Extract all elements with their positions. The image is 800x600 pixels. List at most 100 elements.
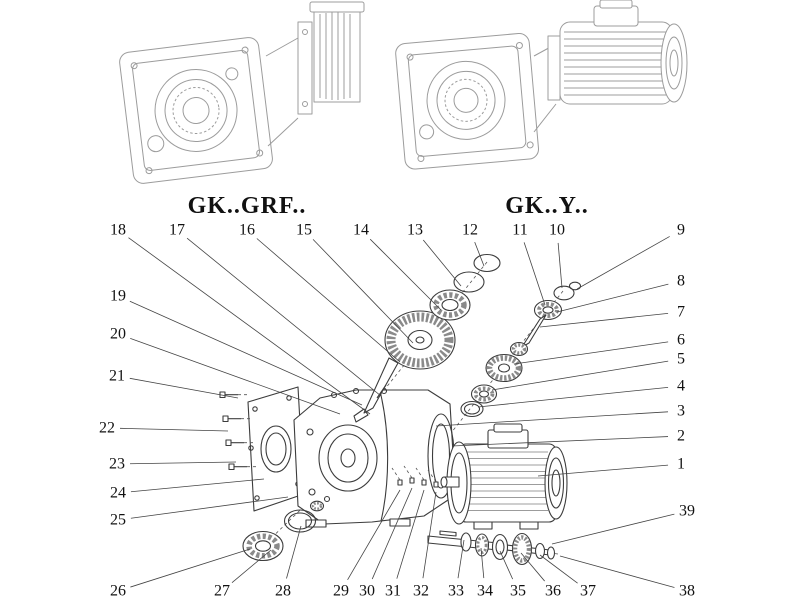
part-number-18: 18 (110, 222, 126, 239)
leader-line-23 (129, 461, 237, 465)
leader-line-32 (422, 491, 437, 579)
part-number-8: 8 (677, 273, 685, 290)
part-number-38: 38 (679, 583, 695, 600)
part-number-14: 14 (353, 222, 369, 239)
callout-29: 29 (333, 489, 401, 600)
part-number-36: 36 (545, 583, 561, 600)
leader-line-4 (477, 386, 669, 408)
callout-4: 4 (477, 378, 685, 408)
input-bearing (429, 289, 471, 321)
y-housing (395, 32, 540, 170)
callout-5: 5 (491, 351, 685, 391)
part-number-32: 32 (413, 583, 429, 600)
part-number-24: 24 (110, 485, 126, 502)
leader-line-22 (119, 427, 229, 432)
leader-line-13 (422, 239, 462, 287)
stud (415, 467, 427, 486)
part-number-4: 4 (677, 378, 685, 395)
bolt (222, 415, 252, 423)
callout-35: 35 (499, 550, 526, 600)
exploded-view (219, 253, 582, 566)
callout-12: 12 (462, 222, 485, 267)
part-number-9: 9 (677, 222, 685, 239)
stud (391, 467, 403, 486)
callout-34: 34 (477, 547, 493, 600)
callout-33: 33 (448, 539, 465, 600)
leader-line-2 (451, 436, 669, 447)
callout-16: 16 (239, 222, 401, 363)
leader-line-15 (312, 239, 414, 344)
callout-8: 8 (556, 273, 685, 313)
part-number-5: 5 (677, 351, 685, 368)
leader-line-9 (576, 236, 670, 290)
leader-line-11 (523, 242, 546, 306)
leader-line-21 (129, 377, 239, 399)
callout-3: 3 (435, 403, 685, 427)
part-number-35: 35 (510, 583, 526, 600)
callout-2: 2 (451, 428, 685, 447)
callout-10: 10 (549, 222, 565, 289)
motor (440, 423, 568, 530)
callout-9: 9 (576, 222, 685, 290)
output-shaft-assembly (427, 530, 556, 566)
part-number-17: 17 (169, 222, 185, 239)
callout-27: 27 (214, 549, 272, 600)
callout-11: 11 (512, 222, 546, 306)
callout-7: 7 (539, 304, 685, 328)
bolt (228, 463, 256, 471)
leader-line-26 (130, 548, 251, 588)
callout-1: 1 (537, 456, 685, 477)
gearbox-grf-drawing (119, 1, 365, 184)
callout-37: 37 (539, 554, 596, 600)
leader-line-37 (539, 554, 578, 584)
assembly-studs (391, 465, 439, 488)
callout-21: 21 (109, 368, 239, 399)
intermediate-gear (485, 353, 523, 383)
stud (403, 465, 415, 484)
part-number-31: 31 (385, 583, 401, 600)
part-number-16: 16 (239, 222, 255, 239)
callout-25: 25 (110, 496, 289, 529)
part-number-37: 37 (580, 583, 596, 600)
snap-ring (473, 253, 501, 273)
part-number-30: 30 (359, 583, 375, 600)
leader-line-27 (231, 549, 272, 583)
leader-line-31 (396, 489, 425, 579)
part-number-15: 15 (296, 222, 312, 239)
input-shaft (353, 357, 399, 423)
callout-31: 31 (385, 489, 425, 600)
callout-6: 6 (513, 332, 685, 365)
leader-line-30 (371, 487, 413, 580)
callout-15: 15 (296, 222, 414, 344)
leader-line-3 (435, 411, 669, 427)
callout-19: 19 (110, 288, 363, 406)
leader-line-17 (186, 237, 382, 397)
gearbox-y-drawing (395, 0, 688, 170)
leader-line-29 (347, 489, 401, 580)
callout-38: 38 (559, 555, 695, 600)
spacer-ring (453, 271, 485, 293)
leader-line-18 (128, 237, 371, 415)
leader-line-10 (557, 242, 563, 289)
part-number-26: 26 (110, 583, 126, 600)
part-number-33: 33 (448, 583, 464, 600)
leader-line-33 (457, 539, 465, 579)
part-number-29: 29 (333, 583, 349, 600)
callout-36: 36 (520, 552, 561, 600)
callout-18: 18 (110, 222, 371, 415)
part-number-39: 39 (679, 503, 695, 520)
callout-17: 17 (169, 222, 382, 397)
grf-input-fin-block (265, 1, 365, 147)
y-motor (533, 0, 688, 133)
leader-line-34 (480, 547, 485, 579)
leader-line-19 (129, 300, 363, 406)
variant-label-y: GK..Y.. (505, 193, 588, 219)
callout-39: 39 (551, 503, 695, 545)
leader-line-38 (559, 555, 675, 588)
leader-line-39 (551, 513, 675, 545)
leader-line-6 (513, 341, 669, 365)
intermediate-bearing (470, 384, 498, 404)
